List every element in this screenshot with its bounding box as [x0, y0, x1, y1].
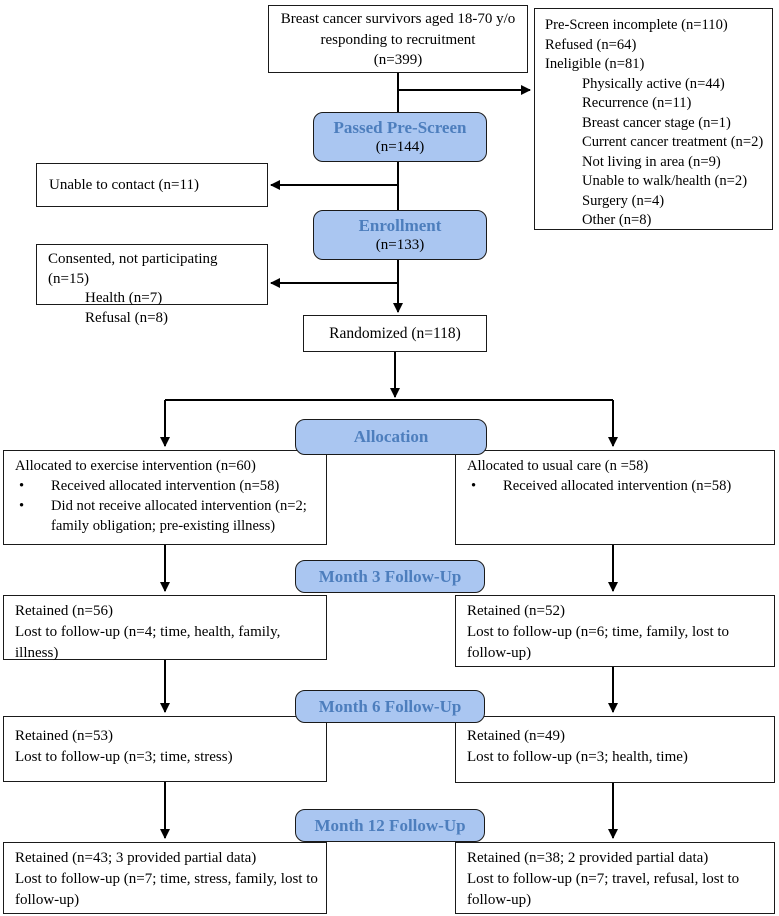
- randomized-text: Randomized (n=118): [329, 324, 461, 342]
- recruitment-line: Breast cancer survivors aged 18-70 y/o: [280, 11, 516, 27]
- month6-right-box: Retained (n=49) Lost to follow-up (n=3; …: [455, 716, 775, 783]
- consented-box: Consented, not participating (n=15) Heal…: [36, 244, 268, 326]
- month6-title: Month 6 Follow-Up: [318, 696, 462, 716]
- month3-right-box: Retained (n=52) Lost to follow-up (n=6; …: [455, 595, 775, 667]
- exclusion-item: Refused (n=64): [545, 36, 637, 53]
- allocation-right-box: Allocated to usual care (n =58) Received…: [455, 450, 775, 545]
- retained-text: Retained (n=49): [467, 728, 566, 744]
- month6-pill: Month 6 Follow-Up: [295, 690, 485, 723]
- consented-reason: Refusal (n=8): [85, 309, 169, 326]
- retained-text: Retained (n=53): [15, 728, 114, 744]
- retained-text: Retained (n=38; 2 provided partial data): [467, 850, 709, 866]
- lost-text: Lost to follow-up (n=7; travel, refusal,…: [467, 871, 740, 908]
- allocation-title: Allocation: [353, 427, 429, 447]
- month12-right-box: Retained (n=38; 2 provided partial data)…: [455, 842, 775, 914]
- allocation-right-bullet: Received allocated intervention (n=58): [456, 476, 774, 496]
- month3-title: Month 3 Follow-Up: [318, 566, 462, 586]
- exclusion-item: Ineligible (n=81): [545, 56, 645, 72]
- unable-to-contact-text: Unable to contact (n=11): [49, 176, 199, 193]
- randomized-box: Randomized (n=118): [303, 315, 487, 352]
- retained-text: Retained (n=52): [467, 603, 566, 619]
- bullet-text: Received allocated intervention (n=58): [503, 478, 732, 494]
- enrollment-pill: Enrollment (n=133): [313, 210, 487, 260]
- allocation-left-box: Allocated to exercise intervention (n=60…: [3, 450, 327, 545]
- allocation-left-bullet: Did not receive allocated intervention (…: [4, 496, 326, 536]
- enrollment-title: Enrollment: [358, 216, 442, 236]
- retained-text: Retained (n=43; 3 provided partial data): [15, 850, 257, 866]
- consented-text: Consented, not participating (n=15): [48, 251, 218, 287]
- bullet-text: Received allocated intervention (n=58): [51, 478, 280, 494]
- month12-title: Month 12 Follow-Up: [314, 815, 466, 835]
- consented-reason: Health (n=7): [85, 290, 163, 306]
- bullet-icon: [19, 496, 51, 536]
- exclusion-item: Pre-Screen incomplete (n=110): [545, 17, 728, 33]
- exclusion-reason: Current cancer treatment (n=2): [582, 134, 764, 150]
- lost-text: Lost to follow-up (n=4; time, health, fa…: [15, 624, 281, 661]
- month3-pill: Month 3 Follow-Up: [295, 560, 485, 593]
- retained-text: Retained (n=56): [15, 603, 114, 619]
- exclusion-reason: Recurrence (n=11): [582, 95, 692, 111]
- month12-left-box: Retained (n=43; 3 provided partial data)…: [3, 842, 327, 914]
- lost-text: Lost to follow-up (n=3; time, stress): [15, 749, 233, 765]
- exclusion-reason: Other (n=8): [582, 212, 652, 228]
- recruitment-line: responding to recruitment: [320, 31, 476, 48]
- month12-pill: Month 12 Follow-Up: [295, 809, 485, 842]
- recruitment-box: Breast cancer survivors aged 18-70 y/o r…: [268, 5, 528, 73]
- allocation-right-heading: Allocated to usual care (n =58): [467, 458, 649, 474]
- exclusions-box: Pre-Screen incomplete (n=110) Refused (n…: [534, 8, 773, 230]
- exclusion-reason: Surgery (n=4): [582, 192, 665, 209]
- passed-prescreen-title: Passed Pre-Screen: [333, 118, 467, 138]
- exclusion-reason: Physically active (n=44): [582, 75, 725, 92]
- month6-left-box: Retained (n=53) Lost to follow-up (n=3; …: [3, 716, 327, 782]
- allocation-pill: Allocation: [295, 419, 487, 455]
- enrollment-count: (n=133): [375, 236, 425, 253]
- month3-left-box: Retained (n=56) Lost to follow-up (n=4; …: [3, 595, 327, 661]
- lost-text: Lost to follow-up (n=3; health, time): [467, 749, 688, 765]
- bullet-text: Did not receive allocated intervention (…: [51, 498, 307, 534]
- exclusion-reason: Breast cancer stage (n=1): [582, 114, 731, 131]
- allocation-left-bullet: Received allocated intervention (n=58): [4, 476, 326, 496]
- allocation-left-heading: Allocated to exercise intervention (n=60…: [15, 458, 256, 474]
- lost-text: Lost to follow-up (n=6; time, family, lo…: [467, 624, 730, 661]
- passed-prescreen-pill: Passed Pre-Screen (n=144): [313, 112, 487, 162]
- bullet-icon: [471, 476, 503, 496]
- passed-prescreen-count: (n=144): [375, 138, 425, 155]
- bullet-icon: [19, 476, 51, 496]
- lost-text: Lost to follow-up (n=7; time, stress, fa…: [15, 871, 318, 908]
- recruitment-count: (n=399): [373, 52, 423, 68]
- exclusion-reason: Not living in area (n=9): [582, 153, 721, 170]
- unable-to-contact-box: Unable to contact (n=11): [36, 163, 268, 207]
- exclusion-reason: Unable to walk/health (n=2): [582, 173, 748, 189]
